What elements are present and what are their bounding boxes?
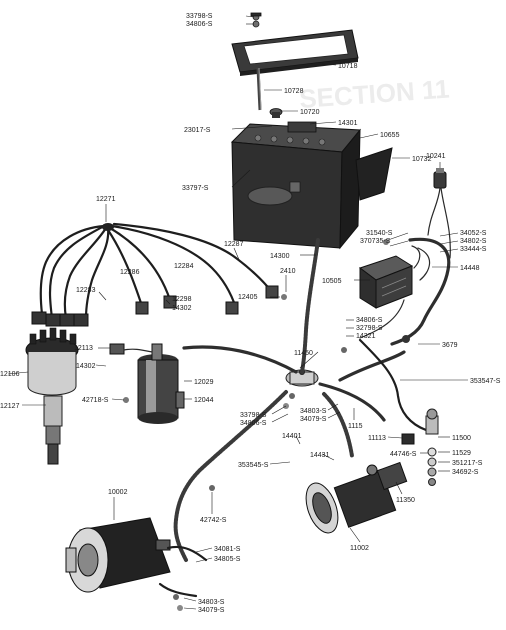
label-23017-s: 23017-S bbox=[184, 127, 211, 134]
label-12113: 12113 bbox=[74, 345, 93, 352]
label-10720: 10720 bbox=[300, 109, 320, 116]
label-3679: 3679 bbox=[442, 342, 458, 349]
distributor bbox=[25, 327, 79, 465]
battery-side-cover bbox=[355, 147, 393, 201]
label-33798-s-low: 33798-S bbox=[240, 412, 267, 419]
plug-wire-terminals bbox=[31, 285, 279, 327]
solenoid-cable bbox=[318, 350, 406, 422]
label-34692-s: 34692-S bbox=[452, 469, 479, 476]
label-12271: 12271 bbox=[96, 196, 116, 203]
spark-plug-wires bbox=[39, 222, 274, 320]
label-34805-s: 34805-S bbox=[214, 556, 241, 563]
leader-lines bbox=[7, 15, 468, 610]
hold-down-nuts-top bbox=[250, 12, 262, 28]
label-11350: 11350 bbox=[396, 497, 415, 504]
label-351217-s: 351217-S bbox=[452, 460, 483, 467]
hold-down-rod bbox=[256, 67, 262, 111]
label-14321: 14321 bbox=[356, 333, 376, 340]
label-12286: 12286 bbox=[120, 269, 140, 276]
label-11500: 11500 bbox=[452, 435, 471, 442]
label-12127: 12127 bbox=[0, 403, 20, 410]
generator bbox=[65, 517, 208, 598]
label-34806-s-mid: 34806-S bbox=[356, 317, 383, 324]
label-12405: 12405 bbox=[238, 294, 258, 301]
battery-to-junction-cable bbox=[182, 238, 320, 374]
label-34079-s-bot: 34079-S bbox=[198, 607, 225, 614]
label-34081-s: 34081-S bbox=[214, 546, 241, 553]
label-10505: 10505 bbox=[322, 278, 342, 285]
label-44746-s: 44746-S bbox=[390, 451, 417, 458]
starter-switch-harness bbox=[358, 338, 428, 432]
label-12044: 12044 bbox=[194, 397, 214, 404]
label-353547-s: 353547-S bbox=[470, 378, 501, 385]
label-14431: 14431 bbox=[310, 452, 330, 459]
label-33798-s-top: 33798-S bbox=[186, 13, 213, 20]
starter-cable-conduit bbox=[173, 390, 354, 562]
label-12283: 12283 bbox=[76, 287, 96, 294]
label-10728: 10728 bbox=[284, 88, 304, 95]
label-12029: 12029 bbox=[194, 379, 214, 386]
battery-cap bbox=[269, 108, 283, 118]
part-number-labels: 33798-S 34806-S 10718 10728 10720 14301 … bbox=[0, 13, 501, 614]
label-2410: 2410 bbox=[280, 268, 296, 275]
label-34079-s-mid: 34079-S bbox=[300, 416, 327, 423]
label-14302-a: 14302 bbox=[172, 305, 192, 312]
label-14301: 14301 bbox=[338, 120, 358, 127]
label-11529: 11529 bbox=[452, 450, 471, 457]
coil-resistor bbox=[109, 343, 153, 355]
label-10718: 10718 bbox=[338, 63, 358, 70]
label-10002: 10002 bbox=[108, 489, 128, 496]
label-31540-s: 31540-S bbox=[366, 230, 393, 237]
label-11113: 11113 bbox=[368, 435, 386, 442]
label-14300: 14300 bbox=[270, 253, 290, 260]
ignition-coil bbox=[137, 343, 185, 424]
label-370735-s: 370735-S bbox=[360, 238, 391, 245]
label-34803-s-mid: 34803-S bbox=[300, 408, 327, 415]
battery bbox=[230, 121, 362, 250]
label-10655: 10655 bbox=[380, 132, 400, 139]
label-34806-s-low: 34806-S bbox=[240, 420, 267, 427]
label-14302-b: 14302 bbox=[76, 363, 96, 370]
label-34803-s-bot: 34803-S bbox=[198, 599, 225, 606]
label-12284: 12284 bbox=[174, 263, 194, 270]
label-14401: 14401 bbox=[282, 433, 302, 440]
label-42742-s: 42742-S bbox=[200, 517, 227, 524]
ghost-section-heading: SECTION 11 bbox=[298, 74, 450, 114]
label-42718-s: 42718-S bbox=[82, 397, 109, 404]
label-10732: 10732 bbox=[412, 156, 432, 163]
label-12287: 12287 bbox=[224, 241, 244, 248]
label-1115: 1115 bbox=[348, 423, 363, 430]
starter-motor bbox=[305, 461, 408, 534]
label-11450: 11450 bbox=[294, 350, 313, 357]
label-14448: 14448 bbox=[460, 265, 480, 272]
label-353545-s: 353545-S bbox=[238, 462, 269, 469]
battery-hold-down-frame bbox=[231, 29, 359, 76]
label-32798-s-mid: 32798-S bbox=[356, 325, 383, 332]
label-10241: 10241 bbox=[426, 153, 446, 160]
label-12298: 12298 bbox=[172, 296, 192, 303]
label-34052-s: 34052-S bbox=[460, 230, 487, 237]
label-34802-s: 34802-S bbox=[460, 238, 487, 245]
main-wiring-harness-right bbox=[359, 237, 451, 346]
label-33797-s: 33797-S bbox=[182, 185, 209, 192]
label-34806-s-top: 34806-S bbox=[186, 21, 213, 28]
label-11002: 11002 bbox=[350, 545, 369, 552]
starter-button-assembly bbox=[401, 408, 439, 486]
voltage-regulator bbox=[358, 255, 414, 309]
label-33444-s: 33444-S bbox=[460, 246, 487, 253]
label-12106: 12106 bbox=[0, 371, 20, 378]
